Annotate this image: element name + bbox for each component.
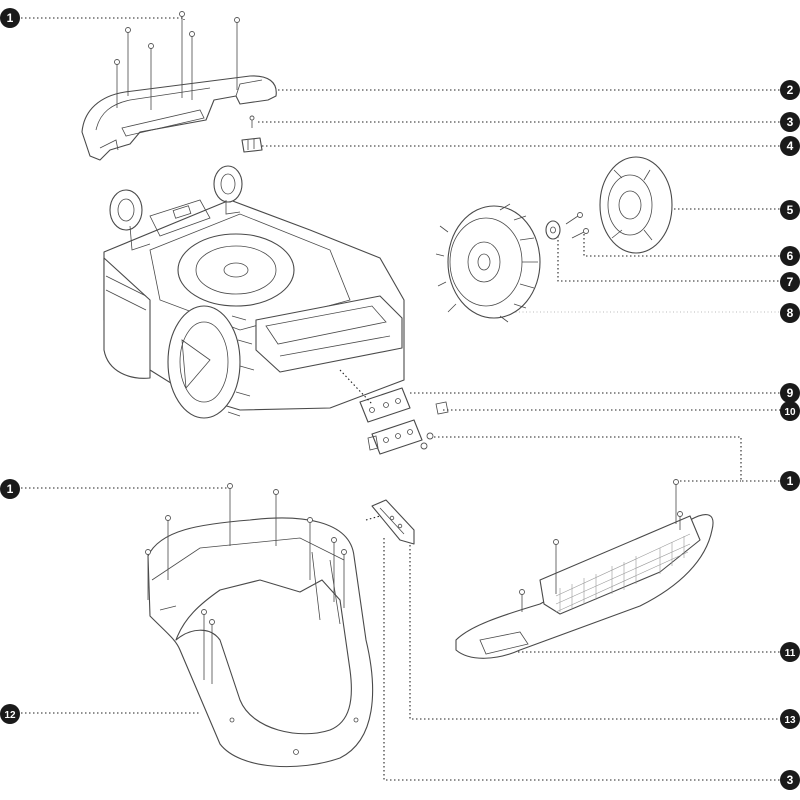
callout-9: 9 (780, 383, 800, 403)
svg-text:2: 2 (787, 83, 794, 97)
svg-text:6: 6 (787, 249, 794, 263)
pin-part-3 (249, 115, 255, 128)
svg-text:13: 13 (784, 715, 796, 726)
callout-2: 2 (780, 80, 800, 100)
callout-13: 13 (780, 709, 800, 729)
clip-part (365, 499, 415, 545)
screw-icon (553, 539, 559, 594)
screw-icon (307, 517, 313, 580)
caster-wheel-right (213, 165, 243, 215)
bolt-parts (565, 212, 589, 239)
outer-shell-part (147, 517, 374, 768)
callout-8: 8 (780, 303, 800, 323)
screw-icon (114, 59, 120, 108)
screw-icon (677, 511, 683, 530)
caster-wheel-left (109, 189, 151, 251)
screw-icon (341, 549, 347, 608)
screw-icon (125, 27, 131, 96)
callout-6: 6 (780, 246, 800, 266)
screw-icon (673, 479, 679, 524)
callout-4: 4 (780, 136, 800, 156)
callout-7: 7 (780, 272, 800, 292)
svg-text:1: 1 (787, 474, 794, 488)
callouts: 1 2 3 4 5 6 7 8 (0, 8, 800, 790)
callout-12: 12 (0, 704, 20, 724)
callout-3-lower: 3 (780, 770, 800, 790)
screw-icon (227, 483, 233, 546)
outer-shell-screws (145, 483, 347, 684)
connector-plate-part (339, 369, 449, 455)
front-cover-part (81, 75, 277, 161)
screw-icon (165, 515, 171, 580)
svg-text:10: 10 (784, 407, 796, 418)
callout-1-right: 1 (780, 471, 800, 491)
screw-icon (189, 31, 195, 100)
leader-13 (409, 533, 786, 720)
leader-7 (557, 236, 786, 282)
svg-text:9: 9 (787, 386, 794, 400)
svg-text:8: 8 (787, 306, 794, 320)
washer-part (545, 220, 561, 240)
screw-icon (201, 609, 207, 680)
screw-icon (565, 212, 583, 225)
rear-bumper-part (455, 514, 714, 659)
leader-1-right (430, 436, 786, 482)
callout-1-top: 1 (0, 8, 20, 28)
callout-3-upper: 3 (780, 112, 800, 132)
mower-chassis-part (103, 199, 405, 419)
screw-icon (145, 549, 151, 600)
leader-3-lower (383, 538, 786, 781)
svg-text:7: 7 (787, 275, 794, 289)
screw-icon (179, 11, 185, 98)
top-cover-screws (114, 11, 240, 110)
screw-icon (273, 489, 279, 546)
svg-text:5: 5 (787, 203, 794, 217)
screw-icon (519, 589, 525, 612)
screw-icon (571, 228, 589, 239)
hub-plate-part (599, 156, 673, 254)
svg-text:12: 12 (4, 710, 16, 721)
svg-text:4: 4 (787, 139, 794, 153)
screw-icon (209, 619, 215, 684)
callout-1-left: 1 (0, 479, 20, 499)
rear-bumper-screws (519, 479, 683, 612)
screw-icon (234, 17, 240, 90)
leader-6 (583, 234, 786, 257)
drive-wheel-part (435, 203, 541, 323)
screw-icon (148, 43, 154, 110)
svg-text:1: 1 (7, 11, 14, 25)
leader-1-top (17, 17, 185, 20)
bracket-part-4 (241, 137, 263, 153)
svg-text:3: 3 (787, 115, 794, 129)
svg-text:1: 1 (7, 482, 14, 496)
leader-lines (17, 17, 786, 781)
callout-5: 5 (780, 200, 800, 220)
screw-icon (331, 537, 337, 602)
svg-text:3: 3 (787, 773, 794, 787)
callout-10: 10 (780, 401, 800, 421)
svg-text:11: 11 (785, 648, 796, 659)
callout-11: 11 (780, 642, 800, 662)
